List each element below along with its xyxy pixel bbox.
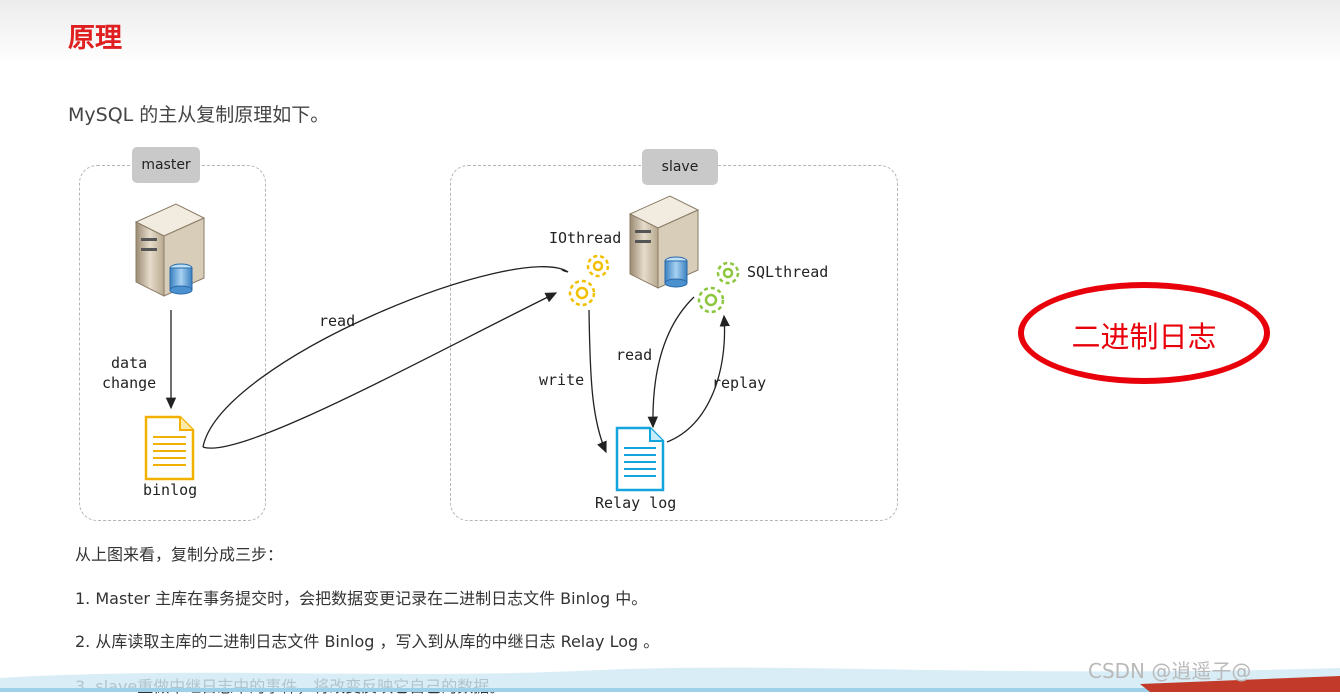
data-change-label: data change	[102, 354, 157, 392]
slave-tag: slave	[642, 149, 718, 185]
bottom-wave-decoration	[0, 667, 1340, 692]
relay-log-label: Relay log	[595, 494, 677, 512]
read-label-slave: read	[616, 346, 653, 364]
read-curve-upper	[202, 266, 569, 448]
replay-label: replay	[712, 374, 767, 392]
steps-heading: 从上图来看，复制分成三步：	[75, 545, 284, 564]
io-thread-gear-icon	[568, 254, 610, 307]
callout-text: 二进制日志	[1071, 320, 1217, 354]
binlog-label: binlog	[143, 481, 198, 499]
io-thread-label: IOthread	[549, 229, 622, 247]
binlog-file-icon	[144, 415, 195, 481]
relay-log-file-icon	[615, 426, 665, 492]
slave-server-icon	[628, 195, 700, 289]
replay-arrow	[666, 314, 730, 443]
read-relay-arrow	[647, 296, 695, 429]
sql-thread-label: SQLthread	[747, 263, 829, 281]
intro-text: MySQL 的主从复制原理如下。	[68, 104, 330, 126]
write-arrow	[588, 309, 607, 454]
read-arrow-lower	[202, 292, 558, 449]
step-item-1: 1. Master 主库在事务提交时，会把数据变更记录在二进制日志文件 Binl…	[75, 589, 648, 608]
page-title: 原理	[68, 23, 122, 54]
step-item-2: 2. 从库读取主库的二进制日志文件 Binlog ，写入到从库的中继日志 Rel…	[75, 632, 660, 651]
master-server-icon	[134, 203, 206, 297]
read-label-master: read	[319, 312, 356, 330]
header-bar	[0, 0, 1340, 64]
master-tag: master	[132, 147, 200, 183]
watermark: CSDN @逍遥子@	[1088, 659, 1252, 683]
sql-thread-gear-icon	[697, 261, 740, 314]
callout-oval	[1018, 282, 1270, 384]
write-label: write	[539, 371, 585, 389]
